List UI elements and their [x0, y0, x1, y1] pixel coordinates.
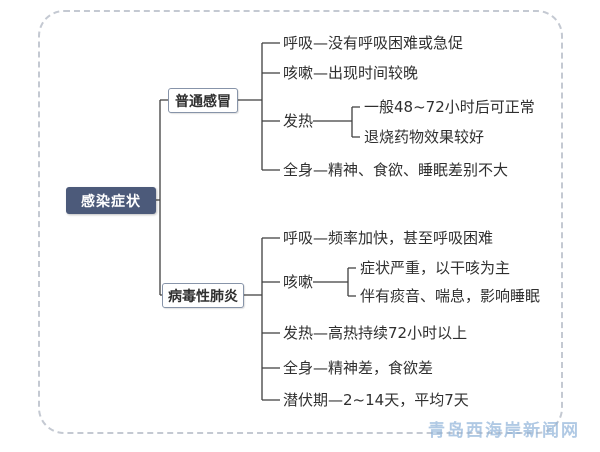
watermark: 青岛西海岸新闻网: [428, 421, 580, 441]
dashed-frame: [38, 10, 563, 434]
leaf-cold-fever: 发热: [283, 112, 314, 130]
leaf-cold-cough: 咳嗽—出现时间较晚: [283, 64, 419, 82]
leaf-cold-fever-normal-48-72h: 一般48~72小时后可正常: [364, 98, 535, 116]
leaf-cold-fever-antipyretics: 退烧药物效果较好: [364, 128, 485, 146]
leaf-pneumonia-fever: 发热—高热持续72小时以上: [283, 324, 468, 342]
leaf-pneumonia-systemic: 全身—精神差，食欲差: [283, 359, 434, 377]
leaf-pneumonia-cough-dry: 症状严重，以干咳为主: [360, 259, 511, 277]
leaf-pneumonia-cough: 咳嗽: [283, 273, 314, 291]
branch-node-viral-pneumonia: 病毒性肺炎: [162, 283, 244, 308]
root-node-infection-symptoms: 感染症状: [66, 187, 156, 214]
leaf-pneumonia-breathing: 呼吸—频率加快，甚至呼吸困难: [283, 229, 494, 247]
leaf-cold-systemic: 全身—精神、食欲、睡眠差别不大: [283, 161, 509, 179]
leaf-cold-breathing: 呼吸—没有呼吸困难或急促: [283, 34, 464, 52]
leaf-pneumonia-cough-phlegm: 伴有痰音、喘息，影响睡眠: [360, 287, 541, 305]
leaf-pneumonia-incubation: 潜伏期—2~14天，平均7天: [283, 391, 469, 409]
branch-node-common-cold: 普通感冒: [168, 88, 238, 113]
